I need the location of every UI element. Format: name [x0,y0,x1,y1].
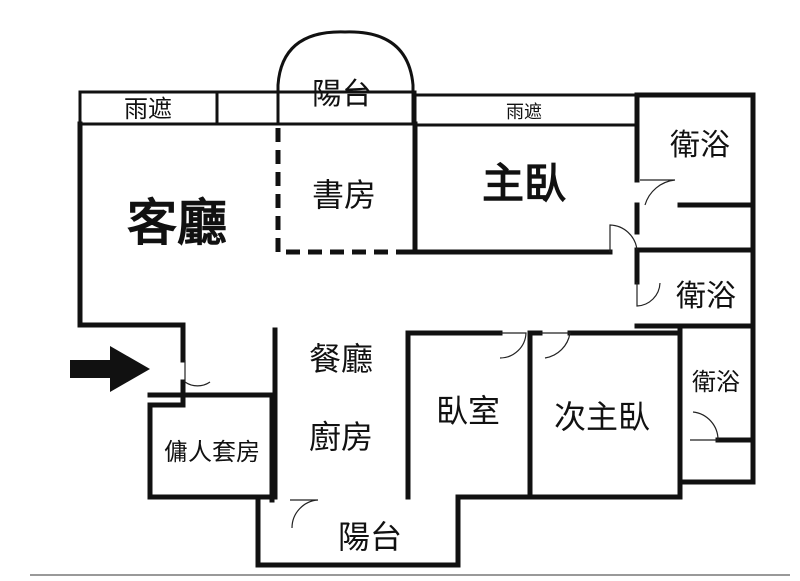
room-labels: 雨遮 陽台 雨遮 客廳 書房 主臥 衛浴 衛浴 衛浴 餐廳 廚房 臥室 次主臥 … [124,77,740,556]
door-entrance [184,360,211,387]
walls [77,30,756,568]
canopy-right-label: 雨遮 [506,102,542,123]
canopy-left-label: 雨遮 [124,95,172,123]
balcony-top-outline [276,30,415,124]
bathroom-1-label: 衛浴 [670,128,730,163]
second-master-bedroom-label: 次主臥 [554,398,650,436]
dining-room-label: 餐廳 [309,340,373,378]
balcony-top-label: 陽台 [312,77,372,112]
study-dashed-wall [275,128,400,255]
maid-room-label: 傭人套房 [164,438,260,466]
master-bedroom-label: 主臥 [482,159,566,208]
bathroom-3-label: 衛浴 [692,368,740,396]
door-kitchen-balcony [290,499,319,529]
door-bath3 [690,411,719,441]
door-bedroom [499,332,527,359]
study-label: 書房 [312,176,376,214]
balcony-bottom-label: 陽台 [338,518,402,556]
door-second-master [540,332,571,359]
living-room-label: 客廳 [127,194,227,252]
doors [184,179,719,529]
door-bath1 [640,179,676,206]
kitchen-label: 廚房 [309,418,373,456]
bedroom-label: 臥室 [436,392,500,430]
bathroom-2-label: 衛浴 [676,279,736,314]
door-bath2 [636,282,661,307]
right-arrow-icon [70,346,150,392]
door-master [609,224,638,252]
